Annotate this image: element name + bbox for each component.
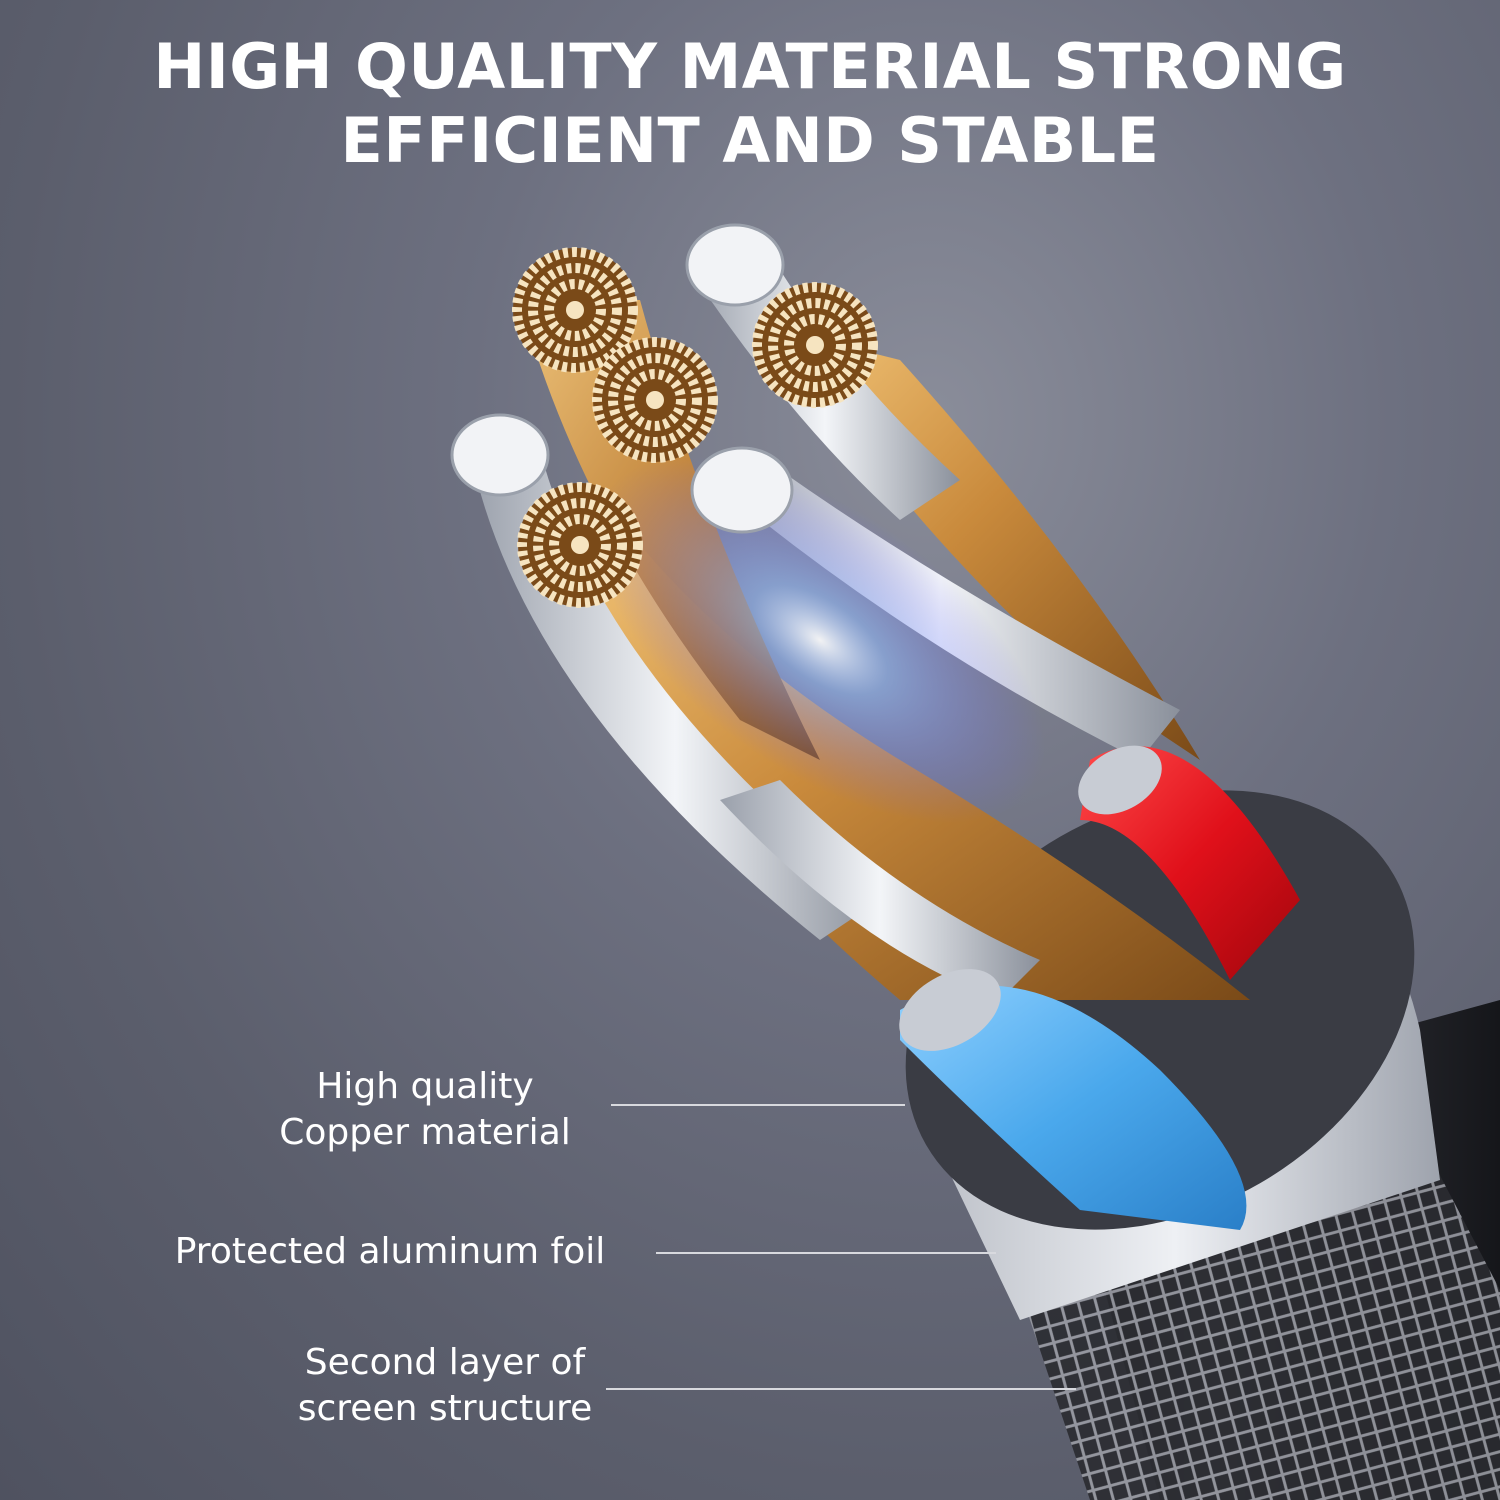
silver-wire-4 xyxy=(720,780,1040,1000)
silver-wire-end-2 xyxy=(450,413,550,497)
silver-wire-end-1 xyxy=(685,223,785,307)
foil-leader-line xyxy=(656,1252,996,1254)
blue-insulated-wire xyxy=(900,985,1247,1230)
copper-label-line-2: Copper material xyxy=(279,1112,571,1153)
screen-label-line-1: Second layer of xyxy=(304,1342,586,1383)
headline: HIGH QUALITY MATERIAL STRONG EFFICIENT A… xyxy=(0,30,1500,178)
screen-label-line-2: screen structure xyxy=(297,1388,593,1429)
copper-label-line-1: High quality xyxy=(316,1066,534,1107)
screen-structure-label: Second layer of screen structure xyxy=(270,1340,620,1432)
copper-strand-end-1 xyxy=(512,247,638,373)
copper-strand-end-3 xyxy=(752,282,878,408)
copper-material-label: High quality Copper material xyxy=(250,1064,600,1156)
foil-label-text: Protected aluminum foil xyxy=(174,1231,606,1272)
copper-strand-end-4 xyxy=(517,482,643,608)
aluminum-foil-label: Protected aluminum foil xyxy=(150,1229,630,1275)
headline-line-2: EFFICIENT AND STABLE xyxy=(340,104,1160,177)
screen-leader-line xyxy=(606,1388,1076,1390)
silver-wire-end-3 xyxy=(690,446,794,534)
light-glow xyxy=(594,456,1046,824)
copper-strand-end-2 xyxy=(592,337,718,463)
copper-leader-line xyxy=(611,1104,905,1106)
headline-line-1: HIGH QUALITY MATERIAL STRONG xyxy=(153,30,1347,103)
